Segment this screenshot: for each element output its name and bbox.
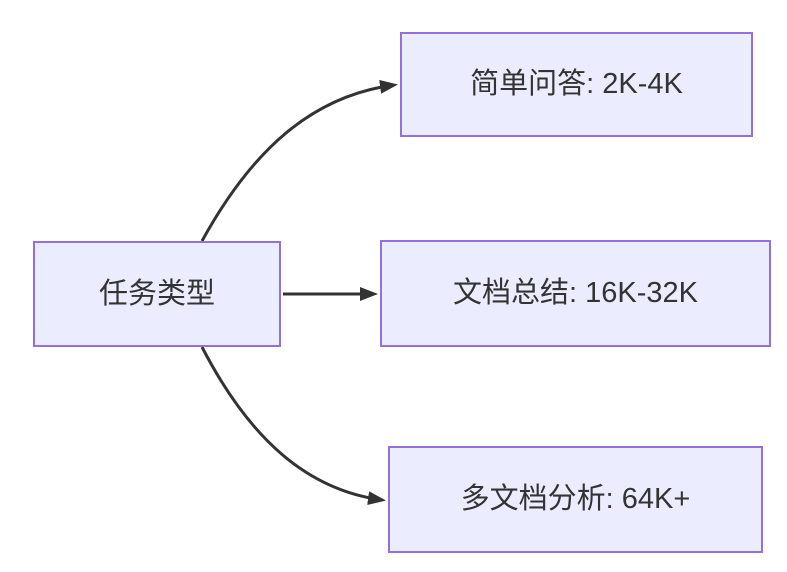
node-task-type: 任务类型	[33, 241, 281, 347]
node-multi-doc: 多文档分析: 64K+	[388, 446, 763, 553]
node-doc-summary-label: 文档总结: 16K-32K	[453, 277, 698, 310]
node-task-type-label: 任务类型	[98, 277, 215, 310]
edge-task-type-to-multi-doc	[200, 346, 386, 506]
edge-task-type-to-simple-qa	[200, 79, 398, 242]
node-multi-doc-label: 多文档分析: 64K+	[460, 483, 691, 516]
node-doc-summary: 文档总结: 16K-32K	[380, 240, 771, 347]
node-simple-qa-label: 简单问答: 2K-4K	[470, 68, 683, 101]
node-simple-qa: 简单问答: 2K-4K	[400, 32, 753, 137]
